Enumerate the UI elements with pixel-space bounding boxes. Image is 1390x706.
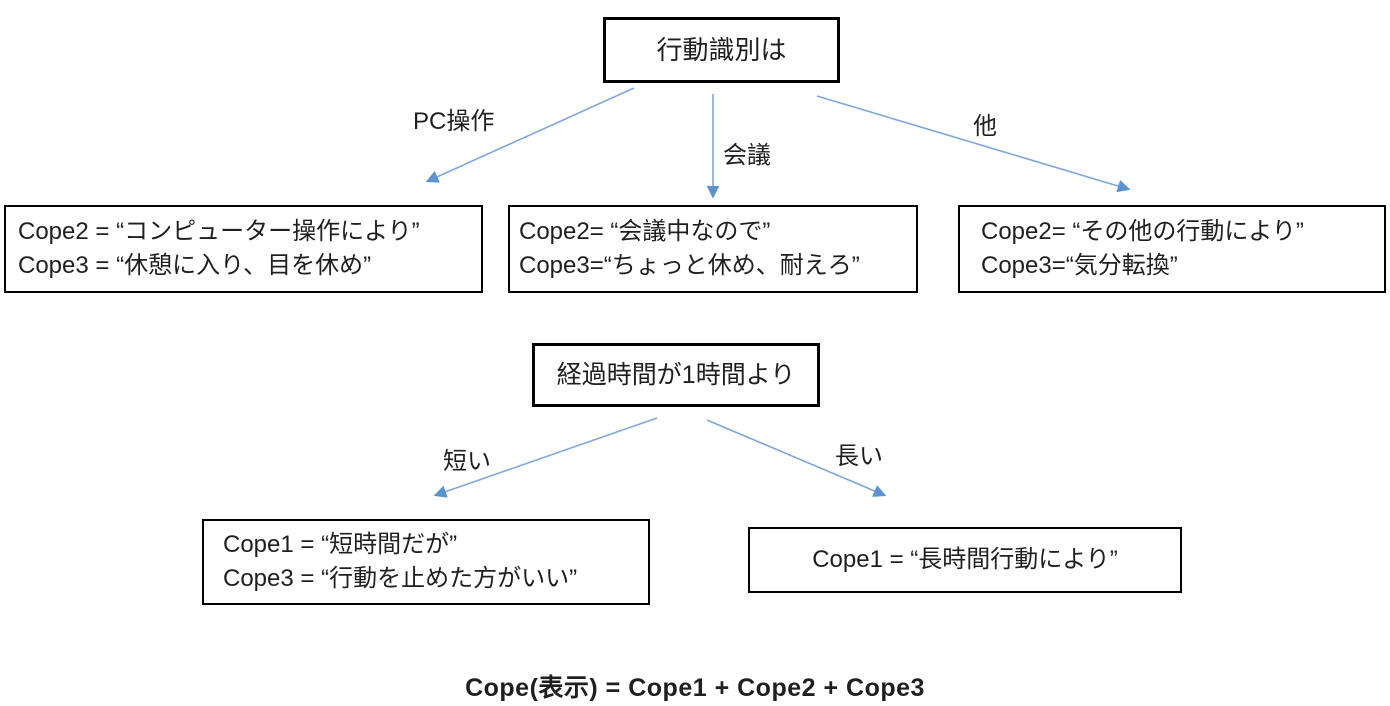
node-cope-pc: Cope2 = “コンピューター操作により” Cope3 = “休憩に入り、目を… xyxy=(4,205,483,293)
node-cope-long: Cope1 = “長時間行動により” xyxy=(748,527,1182,593)
cope-line: Cope2= “その他の行動により” xyxy=(981,218,1304,245)
cope-line: Cope2 = “コンピューター操作により” xyxy=(18,218,420,245)
node-elapsed-time-decision: 経過時間が1時間より xyxy=(532,343,820,407)
cope-line: Cope3=“ちょっと休め、耐えろ” xyxy=(519,252,860,279)
node-cope-short: Cope1 = “短時間だが” Cope3 = “行動を止めた方がいい” xyxy=(202,519,650,605)
cope-formula: Cope(表示) = Cope1 + Cope2 + Cope3 xyxy=(465,674,925,702)
edge-label-meeting: 会議 xyxy=(723,142,771,169)
cope-line: Cope3 = “行動を止めた方がいい” xyxy=(223,565,578,592)
edge-label-other: 他 xyxy=(973,113,997,140)
node-action-identification-label: 行動識別は xyxy=(656,35,787,65)
node-action-identification: 行動識別は xyxy=(603,17,840,83)
cope-line: Cope2= “会議中なので” xyxy=(519,218,771,245)
node-cope-other: Cope2= “その他の行動により” Cope3=“気分転換” xyxy=(958,205,1386,293)
cope-line: Cope3=“気分転換” xyxy=(981,252,1178,279)
edge-label-short: 短い xyxy=(443,448,491,475)
cope-line: Cope1 = “短時間だが” xyxy=(223,531,458,558)
node-elapsed-time-label: 経過時間が1時間より xyxy=(556,361,796,389)
edge-label-pc: PC操作 xyxy=(413,108,495,135)
cope-line: Cope1 = “長時間行動により” xyxy=(812,546,1118,573)
cope-line: Cope3 = “休憩に入り、目を休め” xyxy=(18,252,372,279)
node-cope-meeting: Cope2= “会議中なので” Cope3=“ちょっと休め、耐えろ” xyxy=(508,205,918,293)
edge-label-long: 長い xyxy=(835,443,883,470)
